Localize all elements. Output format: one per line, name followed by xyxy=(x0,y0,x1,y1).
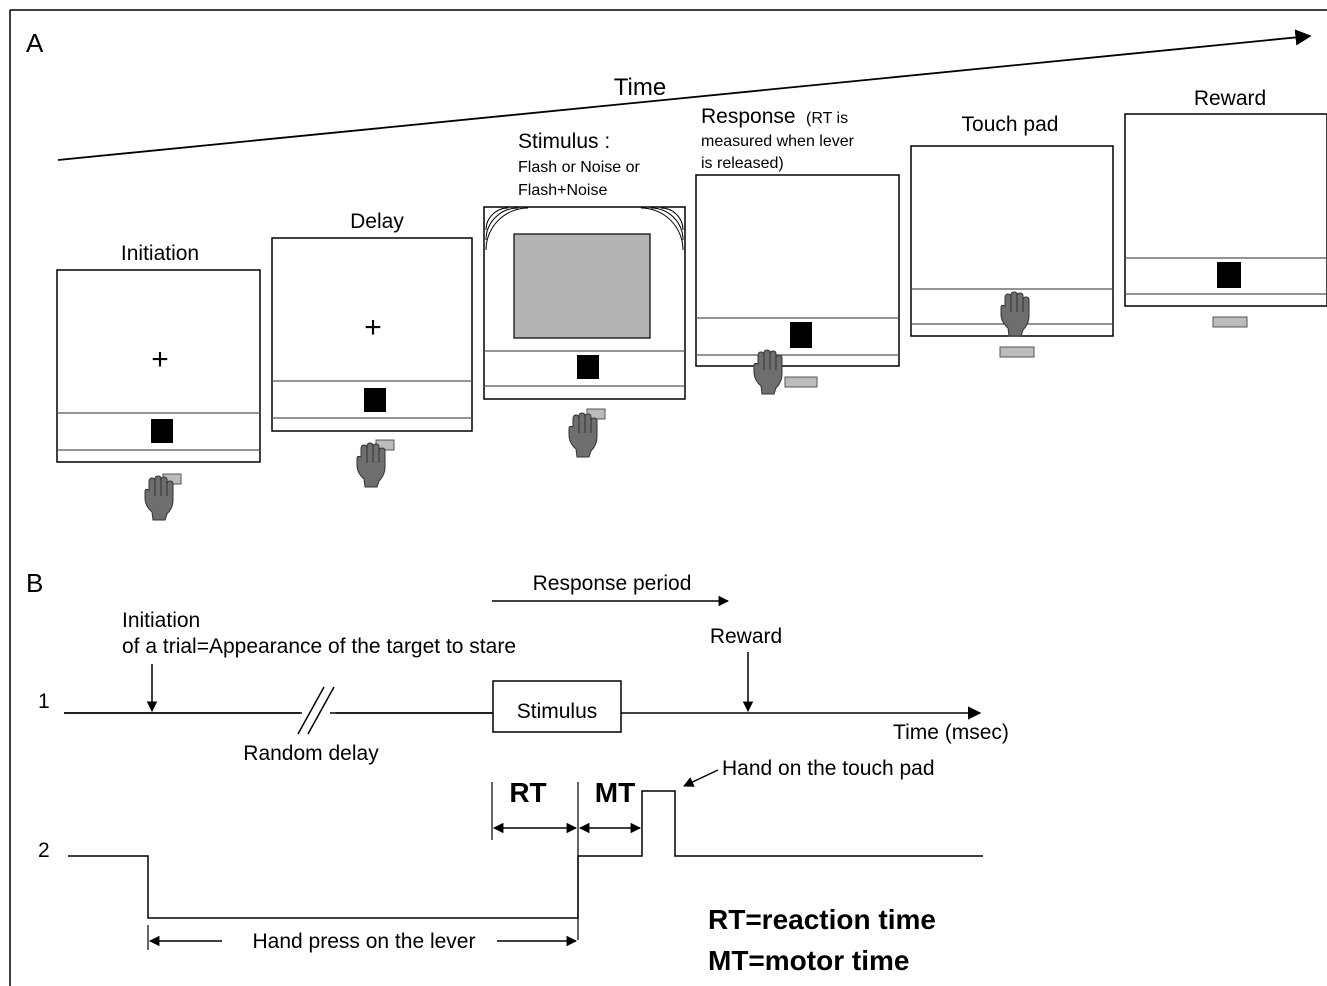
target-square xyxy=(364,388,386,412)
time-arrow xyxy=(57,29,1312,161)
stage-title-line3: is released) xyxy=(701,155,784,172)
row1-label: 1 xyxy=(38,690,50,713)
fixation-cross: + xyxy=(364,311,382,344)
stage-initiation: Initiation + xyxy=(56,242,261,521)
stimulus-label: Stimulus xyxy=(517,700,598,723)
hand-icon xyxy=(568,412,598,458)
noise-wave-icon xyxy=(485,207,684,251)
target-square xyxy=(1217,262,1241,288)
response-period-label: Response period xyxy=(533,572,692,595)
time-label: Time xyxy=(614,74,666,101)
lever xyxy=(999,346,1035,358)
stage-reward: Reward xyxy=(1124,87,1327,328)
stage-title: Touch pad xyxy=(962,113,1059,136)
hand-touch-pad-label: Hand on the touch pad xyxy=(722,757,935,780)
stage-title: Delay xyxy=(350,210,404,233)
hand-icon xyxy=(356,442,386,488)
hand-icon xyxy=(144,475,174,521)
lever-signal-trace xyxy=(68,790,983,919)
legend-rt: RT=reaction time xyxy=(708,904,936,935)
touch-pad-arrow xyxy=(683,769,719,787)
axis-break xyxy=(64,686,493,735)
stage-stimulus: Stimulus : Flash or Noise or Flash+Noise xyxy=(483,130,686,458)
stage-title-line1: Stimulus : xyxy=(518,130,610,153)
stage-response: Response (RT is measured when lever is r… xyxy=(695,105,900,395)
hand-press-label: Hand press on the lever xyxy=(253,930,476,953)
stage-title: Initiation xyxy=(121,242,199,265)
stage-title-paren: (RT is xyxy=(806,110,848,127)
stage-title-main: Response xyxy=(701,105,796,128)
random-delay-label: Random delay xyxy=(243,742,379,765)
lever xyxy=(1212,316,1248,328)
stage-touch-pad: Touch pad xyxy=(910,113,1114,358)
stage-title: Reward xyxy=(1194,87,1266,110)
stage-title: Response (RT is xyxy=(701,105,848,128)
initiation-label-line1: Initiation xyxy=(122,609,200,632)
stage-title-line2: Flash or Noise or xyxy=(518,159,640,176)
target-square xyxy=(577,355,599,379)
panel-b-letter: B xyxy=(26,568,43,598)
fixation-cross: + xyxy=(151,343,169,376)
time-axis-label: Time (msec) xyxy=(893,721,1009,744)
row2-label: 2 xyxy=(38,839,50,862)
target-square xyxy=(790,322,812,348)
legend-mt: MT=motor time xyxy=(708,945,909,976)
panel-a-letter: A xyxy=(26,28,44,58)
mt-label: MT xyxy=(595,777,635,808)
flash-stimulus xyxy=(513,233,651,339)
hand-icon xyxy=(753,349,783,395)
rt-label: RT xyxy=(509,777,546,808)
reward-label: Reward xyxy=(710,625,782,648)
stage-title-line3: Flash+Noise xyxy=(518,182,607,199)
stage-delay: Delay + xyxy=(271,210,473,488)
lever xyxy=(784,376,818,388)
initiation-label-line2: of a trial=Appearance of the target to s… xyxy=(122,635,516,658)
target-square xyxy=(151,419,173,443)
stimulus-box xyxy=(492,680,622,733)
stage-title-line2: measured when lever xyxy=(701,133,855,150)
